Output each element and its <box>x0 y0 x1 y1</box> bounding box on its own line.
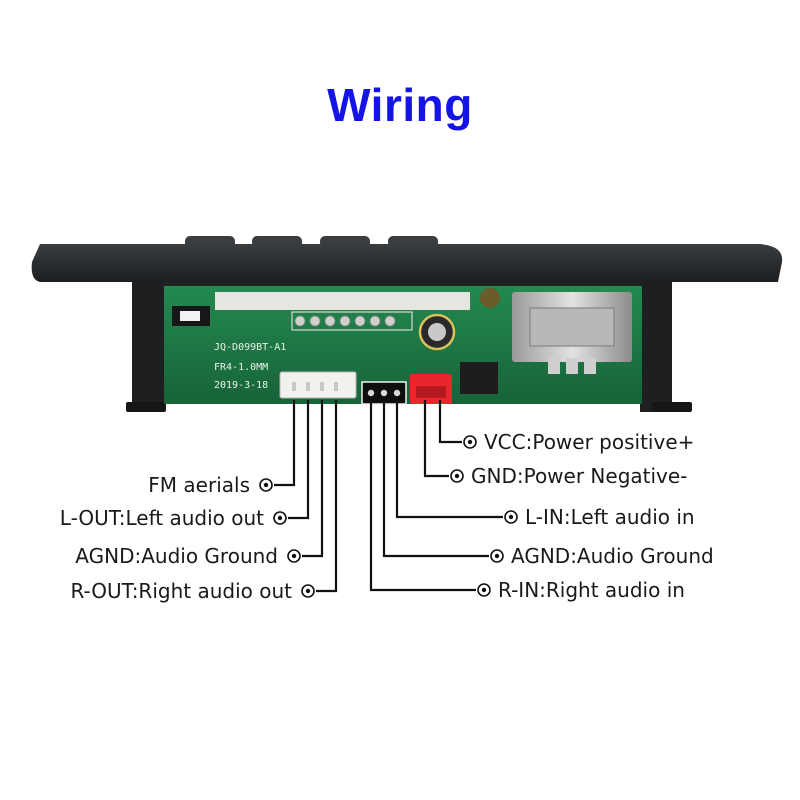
power-connector-slot <box>416 386 446 398</box>
header-pin <box>380 389 388 397</box>
header-pin <box>367 389 375 397</box>
target-circle-icon <box>301 584 315 598</box>
front-panel <box>31 244 783 282</box>
usb-tab <box>548 358 560 374</box>
label-l-in: L-IN:Left audio in <box>525 505 695 529</box>
side-bracket-left <box>132 282 164 412</box>
label-vcc: VCC:Power positive+ <box>484 430 694 454</box>
label-r-out: R-OUT:Right audio out <box>70 579 292 603</box>
wire-gnd <box>423 400 449 478</box>
left-switch-cap <box>180 311 200 321</box>
ribbon-connector <box>291 311 413 331</box>
wire-r-out <box>316 400 338 593</box>
target-circle-icon <box>490 549 504 563</box>
wire-agnd-out <box>302 400 324 558</box>
module-board: JQ-D099BT-A1 FR4-1.0MM 2019-3-18 <box>31 236 783 412</box>
target-circle-icon <box>463 435 477 449</box>
wire-vcc <box>438 400 462 444</box>
wire-l-out <box>288 400 310 520</box>
page-title: Wiring <box>327 79 473 131</box>
display-ribbon-pins <box>294 315 396 327</box>
usb-tab <box>584 358 596 374</box>
display-ribbon <box>215 292 470 310</box>
audio-out-connector <box>279 371 357 399</box>
wire-l-in <box>395 400 503 519</box>
audio-out-connector-pins <box>292 382 338 391</box>
usb-port-slot <box>529 307 615 347</box>
voltage-regulator <box>460 362 498 394</box>
label-l-out: L-OUT:Left audio out <box>60 506 264 530</box>
header-pin <box>393 389 401 397</box>
board-model: JQ-D099BT-A1 <box>214 342 286 353</box>
target-circle-icon <box>287 549 301 563</box>
wire-r-in <box>369 400 476 592</box>
board-date: 2019-3-18 <box>214 380 268 391</box>
target-circle-icon <box>450 469 464 483</box>
foot-left <box>126 402 166 412</box>
label-agnd-out: AGND:Audio Ground <box>75 544 278 568</box>
label-agnd-in: AGND:Audio Ground <box>511 544 714 568</box>
target-circle-icon <box>477 583 491 597</box>
target-circle-icon <box>259 478 273 492</box>
board-spec: FR4-1.0MM <box>214 362 268 373</box>
capacitor-top <box>428 323 446 341</box>
usb-tab <box>566 358 578 374</box>
wiring-lines <box>274 400 503 593</box>
coil <box>480 288 500 308</box>
side-bracket-right <box>640 282 672 412</box>
target-circle-icon <box>504 510 518 524</box>
wire-agnd-in <box>382 400 489 558</box>
pin-labels: FM aerials L-OUT:Left audio out AGND:Aud… <box>60 430 714 603</box>
foot-right <box>652 402 692 412</box>
target-circle-icon <box>273 511 287 525</box>
label-r-in: R-IN:Right audio in <box>498 578 685 602</box>
pin-markers <box>259 435 518 598</box>
label-gnd: GND:Power Negative- <box>471 464 687 488</box>
label-fm-aerials: FM aerials <box>148 473 250 497</box>
wire-fm-aerials <box>274 400 296 487</box>
